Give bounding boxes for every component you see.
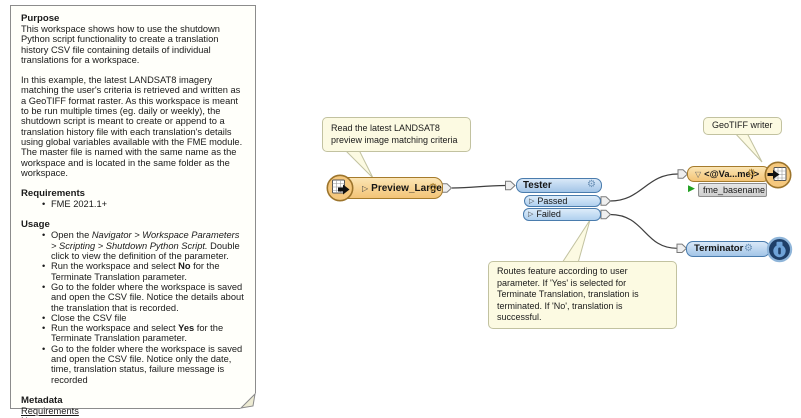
gear-icon[interactable]: ⚙ xyxy=(747,168,756,179)
bullet-icon: • xyxy=(42,230,46,241)
writer-attribute-fme-basename[interactable]: fme_basename xyxy=(698,183,767,197)
usage-item: • Run the workspace and select No for th… xyxy=(42,261,220,282)
tester-passed-port[interactable] xyxy=(600,196,612,206)
bullet-icon: • xyxy=(42,199,46,210)
bullet-icon: • xyxy=(42,343,46,354)
tester-callout-tail xyxy=(561,219,591,264)
writer-input-port[interactable] xyxy=(677,169,689,179)
description-sticky-note[interactable]: Purpose This workspace shows how to use … xyxy=(10,5,256,418)
metadata-requirements-link[interactable]: Requirements xyxy=(21,405,79,416)
purpose-paragraph-2: In this example, the latest LANDSAT8 ima… xyxy=(21,75,243,178)
terminator-bomb-icon xyxy=(766,236,793,262)
gear-icon[interactable]: ⚙ xyxy=(587,179,596,190)
reader-table-icon xyxy=(326,174,354,201)
bullet-icon: • xyxy=(42,312,46,323)
tester-passed-output[interactable]: ▷ Passed xyxy=(524,194,601,208)
purpose-heading: Purpose xyxy=(21,13,60,24)
requirement-item: • FME 2021.1+ xyxy=(42,199,108,210)
terminator-input-port[interactable] xyxy=(676,243,688,253)
gear-icon[interactable]: ⚙ xyxy=(428,181,438,194)
usage-heading: Usage xyxy=(21,219,50,231)
writer-node-geotiff[interactable]: ▽ <@Va...me)> ⚙ xyxy=(687,166,770,182)
note-folded-corner xyxy=(239,392,256,409)
wire-failed-to-terminator[interactable] xyxy=(609,213,678,249)
transformer-node-terminator[interactable]: Terminator ⚙ xyxy=(686,240,770,257)
writer-callout-tail xyxy=(731,130,763,163)
reader-output-port[interactable] xyxy=(441,183,453,193)
usage-item: • Go to the folder where the workspace i… xyxy=(42,281,244,313)
usage-item: • Run the workspace and select Yes for t… xyxy=(42,323,224,344)
tester-failed-output[interactable]: ▷ Failed xyxy=(523,208,601,221)
reader-node-preview-large[interactable]: ▷ Preview_Large ⚙ xyxy=(330,177,443,199)
metadata-value: None xyxy=(21,416,245,418)
fanout-triangle-icon: ▽ xyxy=(695,169,702,179)
tester-annotation[interactable]: Routes feature according to user paramet… xyxy=(488,261,677,329)
bullet-icon: • xyxy=(42,281,46,292)
writer-node-label: <@Va...me)> xyxy=(704,169,760,179)
metadata-heading: Metadata xyxy=(21,394,63,406)
tester-input-port[interactable] xyxy=(505,180,516,191)
passed-port-label: Passed xyxy=(537,195,568,206)
failed-port-label: Failed xyxy=(536,209,561,220)
reader-annotation[interactable]: Read the latest LANDSAT8 preview image m… xyxy=(322,117,471,153)
reader-node-label: Preview_Large xyxy=(371,182,442,194)
wire-reader-to-tester[interactable] xyxy=(451,184,507,189)
transformer-node-tester[interactable]: Tester ⚙ xyxy=(516,177,602,193)
requirements-heading: Requirements xyxy=(21,188,85,200)
tester-failed-port[interactable] xyxy=(600,209,612,220)
writer-annotation[interactable]: GeoTIFF writer xyxy=(703,117,782,135)
tester-node-label: Tester xyxy=(523,179,552,191)
writer-table-icon xyxy=(764,161,792,189)
port-triangle-icon: ▷ xyxy=(528,211,534,219)
terminator-node-label: Terminator xyxy=(694,243,744,254)
feature-type-triangle-icon: ▷ xyxy=(362,183,369,193)
port-triangle-icon: ▷ xyxy=(529,197,535,205)
bullet-icon: • xyxy=(42,261,46,272)
bullet-icon: • xyxy=(42,323,46,334)
purpose-paragraph-1: This workspace shows how to use the shut… xyxy=(21,24,220,65)
wire-passed-to-writer[interactable] xyxy=(609,173,679,202)
usage-item: • Open the Navigator > Workspace Paramet… xyxy=(42,230,240,262)
usage-item: • Close the CSV file xyxy=(42,312,127,323)
attribute-marker-icon: ▶ xyxy=(688,183,695,193)
usage-item: • Go to the folder where the workspace i… xyxy=(42,343,243,385)
gear-icon[interactable]: ⚙ xyxy=(744,242,753,254)
